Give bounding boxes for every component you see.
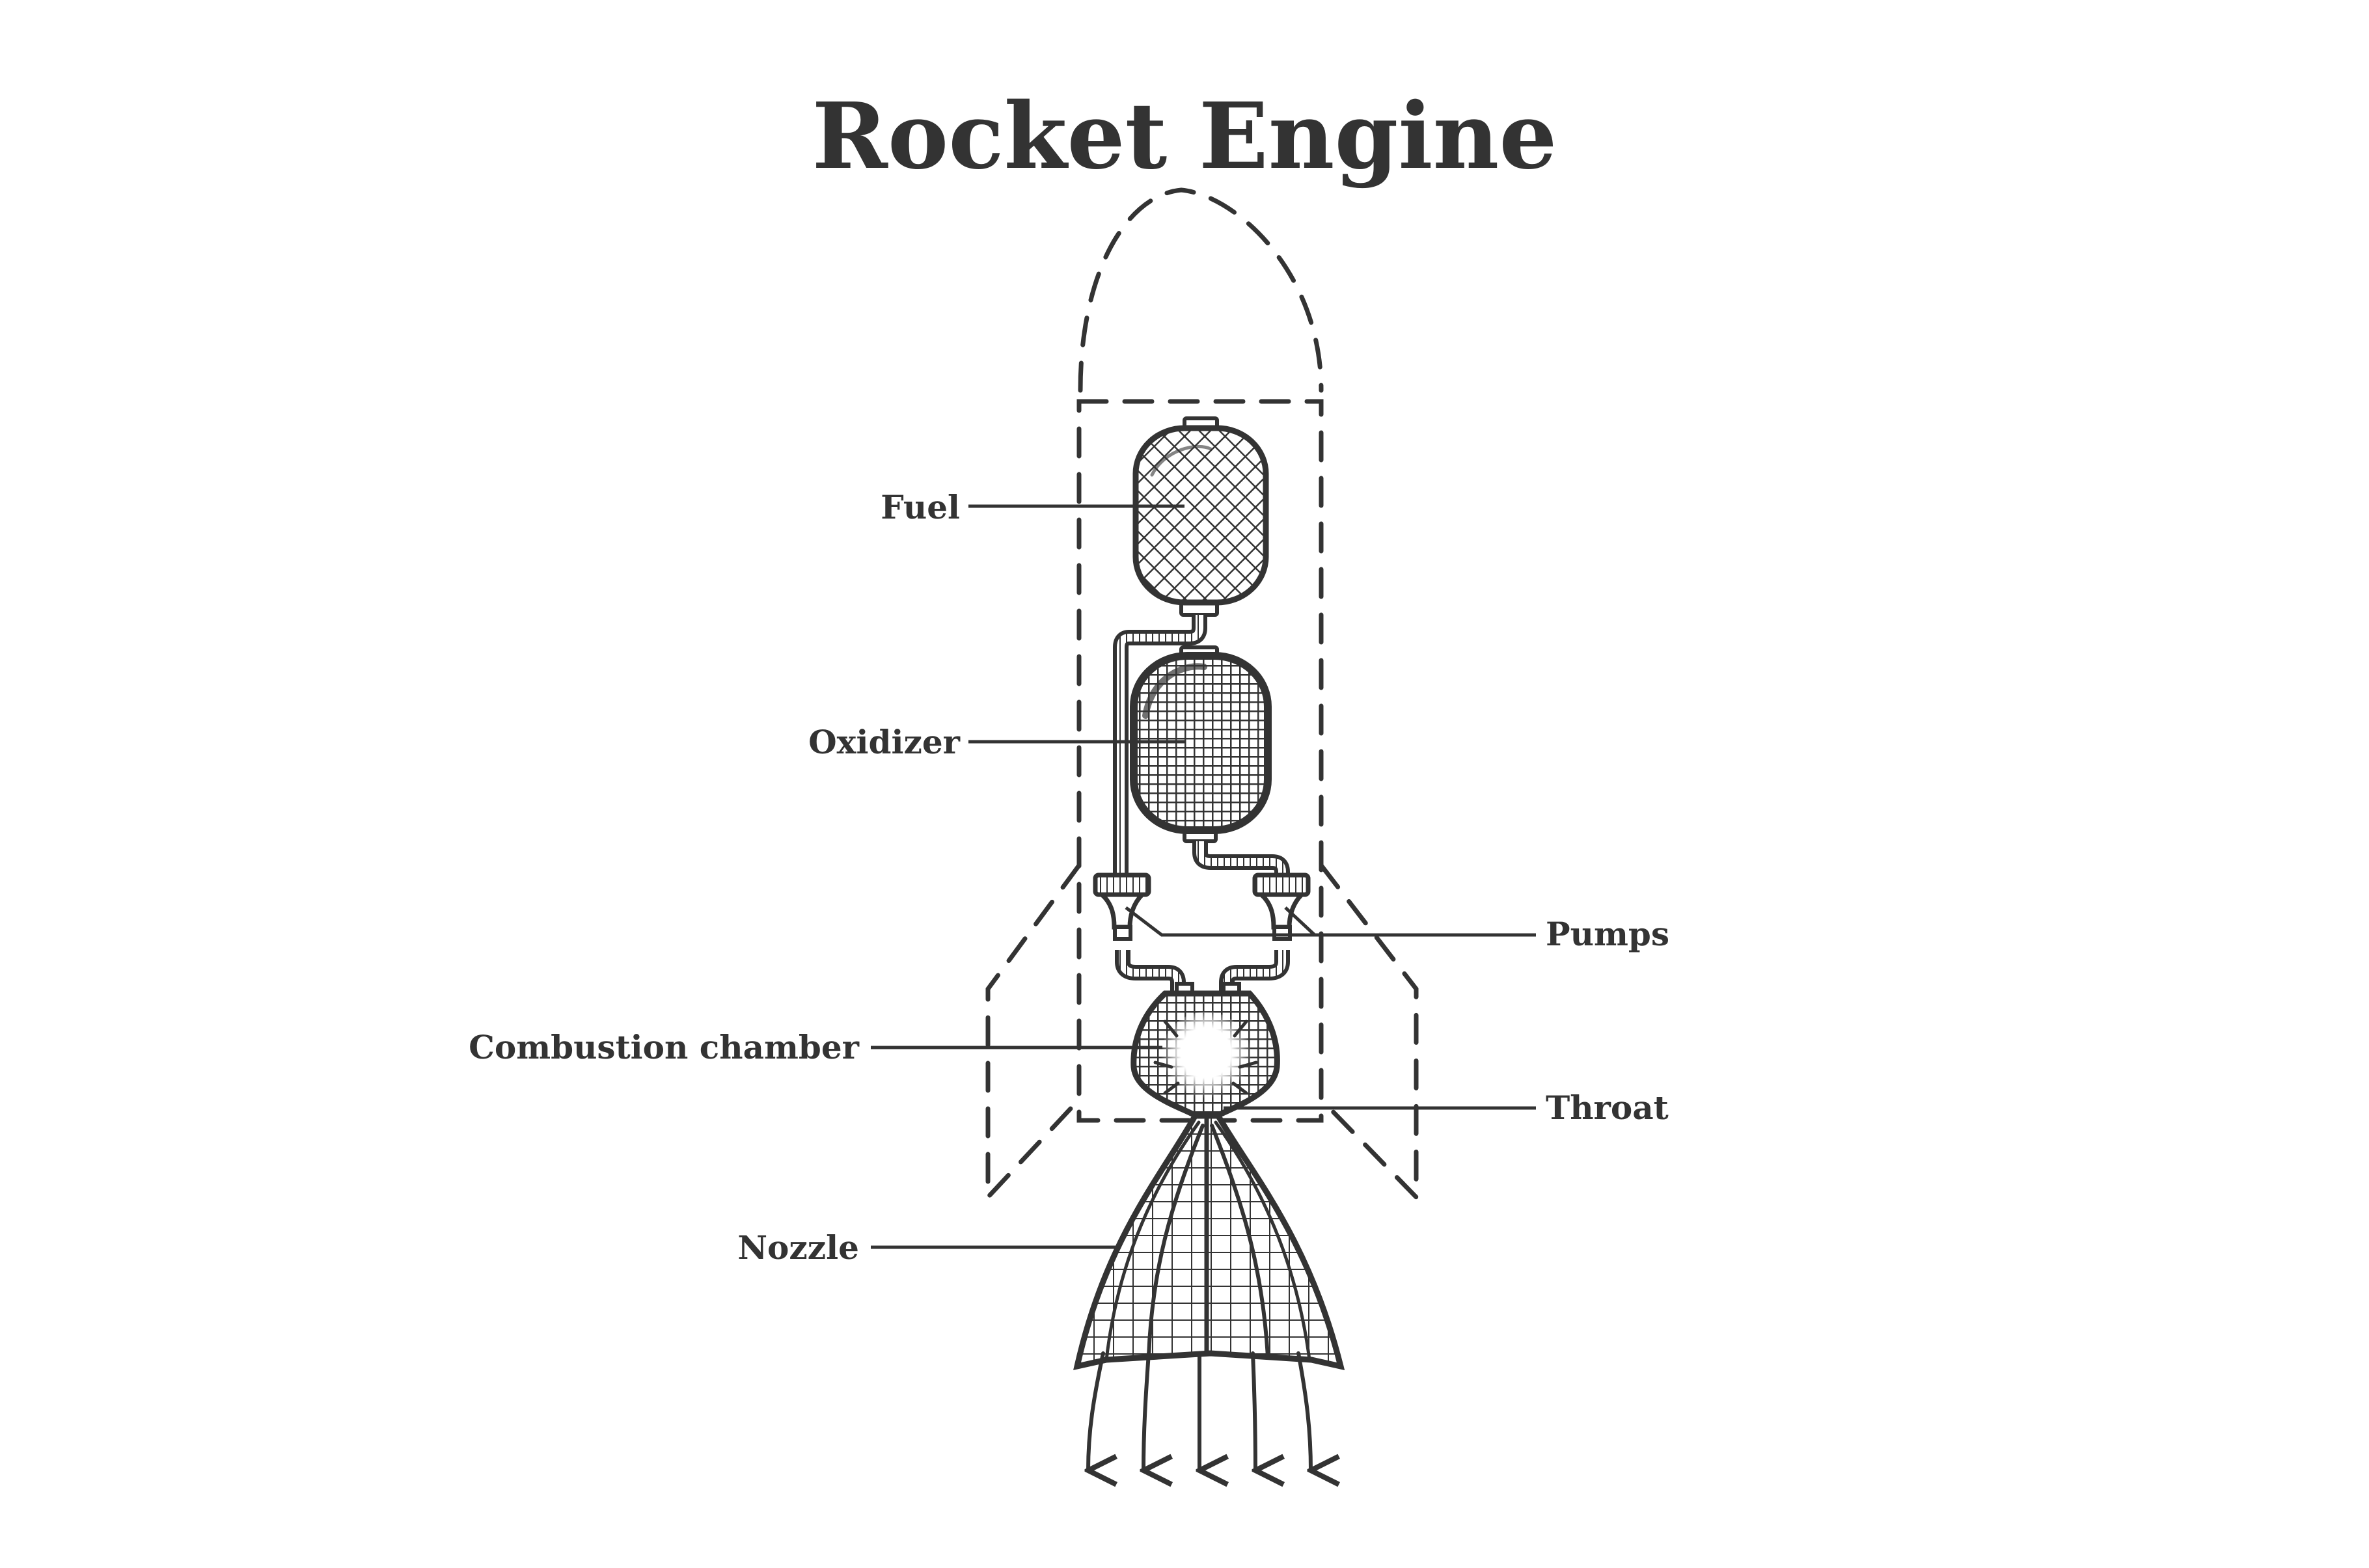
leader-line-pumps xyxy=(1125,906,1536,937)
nozzle xyxy=(1073,1111,1345,1370)
oxidizer-tank xyxy=(1130,645,1272,843)
exhaust-arrow xyxy=(1088,1351,1103,1470)
pump-left xyxy=(1093,872,1151,941)
body-outline xyxy=(1076,399,1324,1123)
exhaust-arrow xyxy=(1143,1351,1149,1470)
combustion-chamber xyxy=(1130,982,1280,1119)
exhaust-arrow xyxy=(1296,1351,1311,1470)
label-fuel: Fuel xyxy=(881,488,960,526)
label-pumps: Pumps xyxy=(1546,915,1669,953)
pump-right xyxy=(1252,872,1311,941)
label-oxidizer: Oxidizer xyxy=(808,723,961,761)
right-fin-outline xyxy=(1319,863,1419,1203)
rocket-outline xyxy=(985,187,1419,1203)
nose-cone-outline xyxy=(1078,187,1324,393)
fuel-tank xyxy=(1132,416,1269,617)
left-fin-outline xyxy=(985,863,1082,1203)
exhaust-arrow xyxy=(1251,1351,1255,1470)
label-combustion-chamber: Combustion chamber xyxy=(469,1028,860,1066)
exhaust-arrows xyxy=(1088,1351,1311,1470)
feed-pipes xyxy=(1113,615,1290,992)
diagram-title: Rocket Engine xyxy=(812,83,1557,190)
label-nozzle: Nozzle xyxy=(737,1228,859,1267)
label-throat: Throat xyxy=(1546,1088,1669,1127)
leader-lines xyxy=(871,504,1536,1249)
